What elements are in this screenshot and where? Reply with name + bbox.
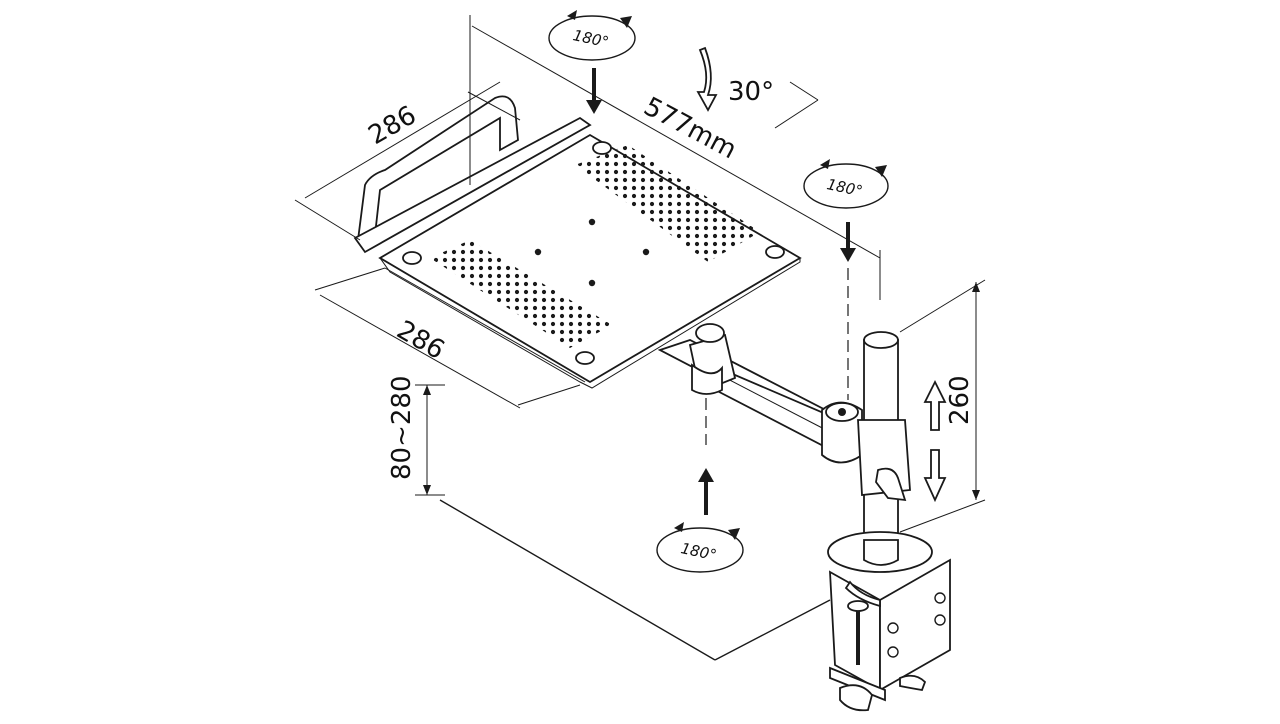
rotation-right-label: 180° bbox=[825, 175, 864, 200]
tilt-indicator: 30° bbox=[696, 46, 819, 129]
vent-holes-upper bbox=[575, 145, 760, 262]
vent-holes-lower bbox=[430, 240, 612, 348]
support-arm bbox=[657, 323, 863, 464]
pole-height-dimension: 260 bbox=[899, 279, 986, 533]
arm-length-label: 577mm bbox=[639, 92, 742, 166]
up-arrow-icon bbox=[923, 379, 947, 431]
mounting-pole bbox=[857, 331, 911, 561]
clamp-knob bbox=[875, 467, 907, 502]
pole-height-label: 260 bbox=[945, 375, 975, 425]
rotation-top-label: 180° bbox=[571, 26, 610, 51]
rotation-bottom-label: 180° bbox=[679, 539, 718, 564]
tray-width-label: 286 bbox=[392, 315, 450, 366]
height-range-dimension: 80~280 bbox=[387, 376, 445, 496]
tray-foot-right bbox=[765, 245, 785, 259]
tilt-angle-label: 30° bbox=[728, 77, 774, 107]
tray-depth-label: 286 bbox=[364, 100, 422, 151]
desk-clamp bbox=[827, 531, 951, 712]
tray-foot-front bbox=[575, 351, 595, 365]
desk-outline bbox=[439, 499, 831, 661]
height-range-label: 80~280 bbox=[387, 376, 417, 481]
tray-foot-back bbox=[592, 141, 612, 155]
tray-foot-left bbox=[402, 251, 422, 265]
down-arrow-icon bbox=[923, 449, 947, 503]
laptop-tray bbox=[378, 133, 802, 389]
rotation-indicator-bottom: 180° bbox=[656, 380, 744, 573]
rotation-indicator-top: 180° bbox=[548, 10, 636, 114]
